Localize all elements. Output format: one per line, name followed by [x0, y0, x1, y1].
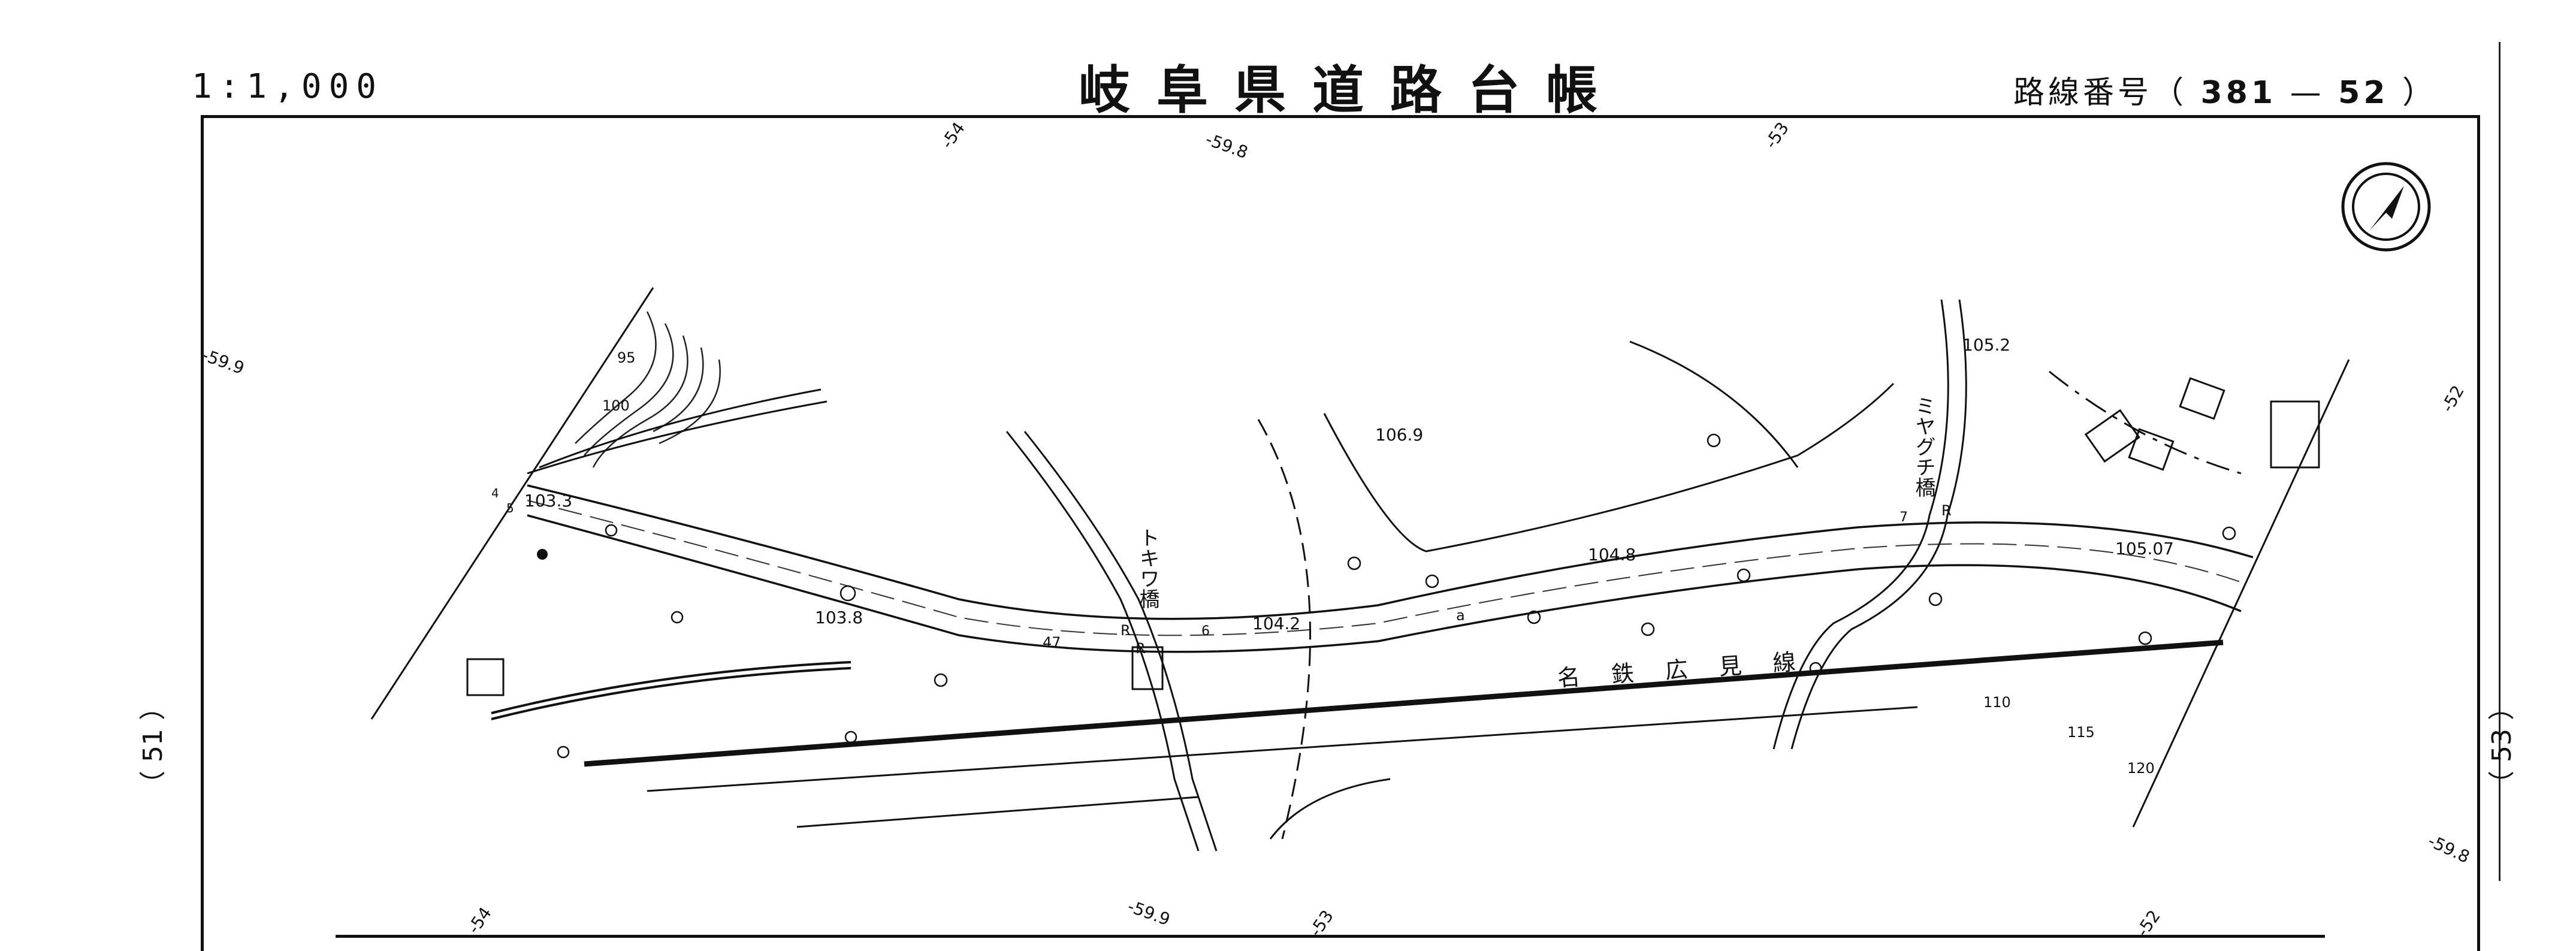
contour-label: 115: [2067, 724, 2095, 741]
marker-label: 7: [1899, 510, 1908, 525]
route-sub-number: 52: [2338, 75, 2389, 111]
stream: [1005, 431, 1218, 852]
elevation-label: 103.8: [815, 608, 863, 627]
road-upper: [527, 484, 2254, 653]
map-frame: [201, 115, 2480, 951]
route-suffix: ）: [2402, 75, 2438, 111]
marker-label: R: [1121, 622, 1131, 639]
side-roads: [527, 340, 2242, 840]
grid-label: -59.8: [1203, 129, 1251, 163]
route-number: 381: [2200, 75, 2277, 111]
elevation-label: 105.07: [2115, 539, 2174, 558]
bridge-name-miyaguchi: ミヤグチ橋: [1911, 396, 1935, 497]
grid-label: -53: [1761, 119, 1793, 152]
right-margin-rule: [2499, 42, 2500, 881]
grid-label: -59.9: [200, 345, 247, 379]
contour-label: 100: [602, 397, 630, 414]
benchmark-dot: [537, 549, 548, 560]
north-arrow-icon: [2341, 162, 2431, 252]
elevation-label: 106.9: [1375, 425, 1423, 445]
marker-label: 47: [1043, 634, 1061, 651]
route-prefix: 路線番号（: [2013, 75, 2188, 111]
elevation-label: 104.2: [1252, 614, 1300, 633]
elevation-label: 103.3: [524, 491, 572, 511]
elevation-label: 105.2: [1962, 335, 2010, 355]
stream-2: [1772, 299, 1967, 750]
grid-label: -59.8: [2425, 831, 2473, 867]
route-dash: —: [2290, 75, 2325, 111]
bottom-rule: [336, 935, 2325, 938]
elevation-label: 104.8: [1588, 545, 1636, 564]
railway-line: [491, 639, 2224, 767]
grid-label: -54: [464, 904, 496, 937]
grid-label: -54: [937, 119, 969, 152]
road-lower: [647, 706, 1918, 840]
marker-label: 6: [1201, 624, 1210, 639]
marker-label: R: [1941, 502, 1952, 519]
road-centerline: [527, 500, 2248, 636]
contour-label: 95: [617, 349, 636, 366]
grid-label: -52: [2133, 907, 2164, 940]
grid-label: -52: [2437, 382, 2468, 415]
contour-label: 120: [2127, 760, 2155, 777]
grid-label: -59.9: [1125, 896, 1173, 930]
marker-label: R: [1136, 640, 1146, 657]
marker-label: 4: [491, 486, 499, 500]
marker-label: a: [1456, 607, 1465, 624]
map-scale: 1:1,000: [192, 67, 384, 106]
route-number-label: 路線番号（ 381 — 52 ）: [2013, 67, 2437, 112]
map-title: 岐阜県道路台帳: [1079, 60, 1624, 120]
map-boundary: [370, 287, 2350, 828]
map-symbols: [557, 433, 2236, 759]
bridge-name-tokiwa: トキワ橋: [1136, 527, 1159, 609]
contour-label: 110: [1983, 694, 2011, 711]
adjacent-sheet-left: （ 51 ）: [138, 694, 168, 797]
adjacent-sheet-right: （ 53 ）: [2487, 694, 2517, 797]
buildings: [466, 377, 2320, 696]
grid-label: -53: [1306, 907, 1337, 940]
marker-label: 5: [506, 501, 514, 515]
contour-lines: [575, 311, 721, 468]
